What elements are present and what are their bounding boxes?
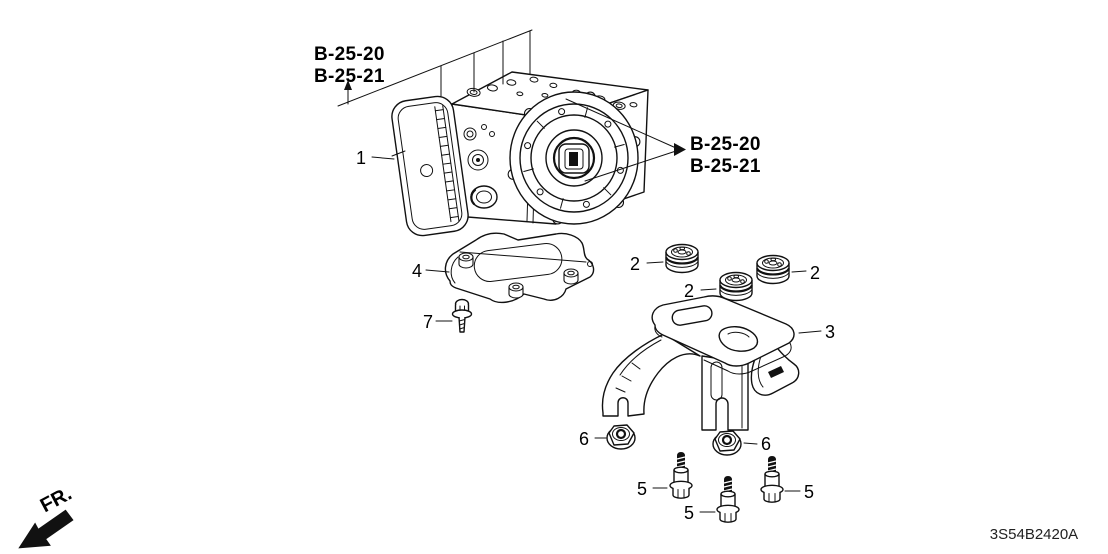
ref-callout-right: B-25-20 B-25-21 (565, 98, 761, 182)
ref-label-top-1: B-25-20 (314, 44, 385, 65)
plate-stud (508, 282, 524, 299)
callout-part4: 4 (412, 261, 450, 281)
flange-bolt (451, 298, 473, 333)
arrowhead-up (344, 80, 352, 90)
part-number-5: 5 (804, 482, 814, 502)
ref-callout-top: B-25-20 B-25-21 (314, 29, 533, 107)
stud-bolt (760, 455, 784, 503)
front-marker-label: FR. (37, 483, 76, 518)
plate-stud (563, 268, 579, 285)
callout-part1: 1 (356, 148, 395, 168)
part-number-6: 6 (579, 429, 589, 449)
ref-label-right-2: B-25-21 (690, 156, 761, 177)
ref-label-top-2: B-25-21 (314, 66, 385, 87)
callout-part6-right: 6 (743, 434, 771, 454)
flange-nut (605, 423, 637, 451)
rubber-mount (718, 271, 754, 302)
part-number-6: 6 (761, 434, 771, 454)
callout-part5-left: 5 (637, 479, 668, 499)
callout-part6-left: 6 (579, 429, 607, 449)
part-number-2: 2 (630, 254, 640, 274)
flange-nut (711, 429, 743, 457)
callout-part2-right: 2 (791, 263, 820, 283)
pump-motor (507, 91, 641, 225)
part-number-3: 3 (825, 322, 835, 342)
rubber-mount (664, 243, 700, 274)
callout-part5-mid: 5 (684, 503, 716, 523)
callout-part7: 7 (423, 312, 453, 332)
part-number-2: 2 (684, 281, 694, 301)
plate-stud (458, 252, 474, 269)
part-number-7: 7 (423, 312, 433, 332)
diagram-code: 3S54B2420A (990, 526, 1078, 543)
callout-part5-right: 5 (784, 482, 814, 502)
callout-part3: 3 (798, 322, 835, 342)
part-number-1: 1 (356, 148, 366, 168)
abs-modulator-assembly (391, 71, 649, 237)
part-number-5: 5 (684, 503, 694, 523)
ecu-panel (391, 95, 469, 237)
connector-fins (420, 105, 460, 223)
callout-part2-mid: 2 (684, 281, 717, 301)
part-number-2: 2 (810, 263, 820, 283)
part-number-5: 5 (637, 479, 647, 499)
ref-label-right-1: B-25-20 (690, 134, 761, 155)
front-direction-arrow: FR. (18, 483, 76, 549)
arrowhead-right (674, 143, 686, 156)
front-arrow-icon (18, 509, 74, 549)
stud-bolt (716, 475, 740, 523)
mount-bracket (601, 295, 800, 431)
stud-bolt (669, 451, 693, 499)
callout-part2-left: 2 (630, 254, 664, 274)
rubber-mount (755, 254, 791, 285)
bracket-plate (444, 232, 595, 304)
part-number-4: 4 (412, 261, 422, 281)
